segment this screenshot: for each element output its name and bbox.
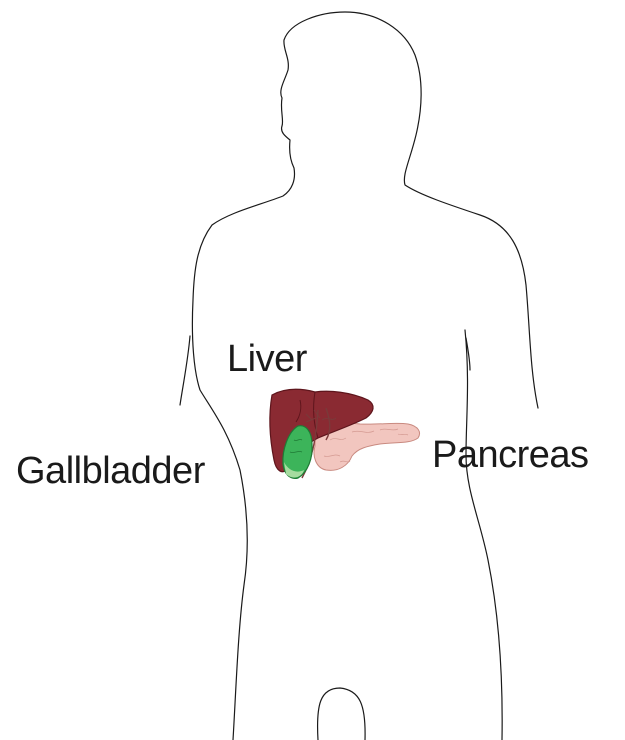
gallbladder-label: Gallbladder [16,452,205,490]
liver-label: Liver [227,340,307,378]
pancreas-label: Pancreas [432,436,589,474]
